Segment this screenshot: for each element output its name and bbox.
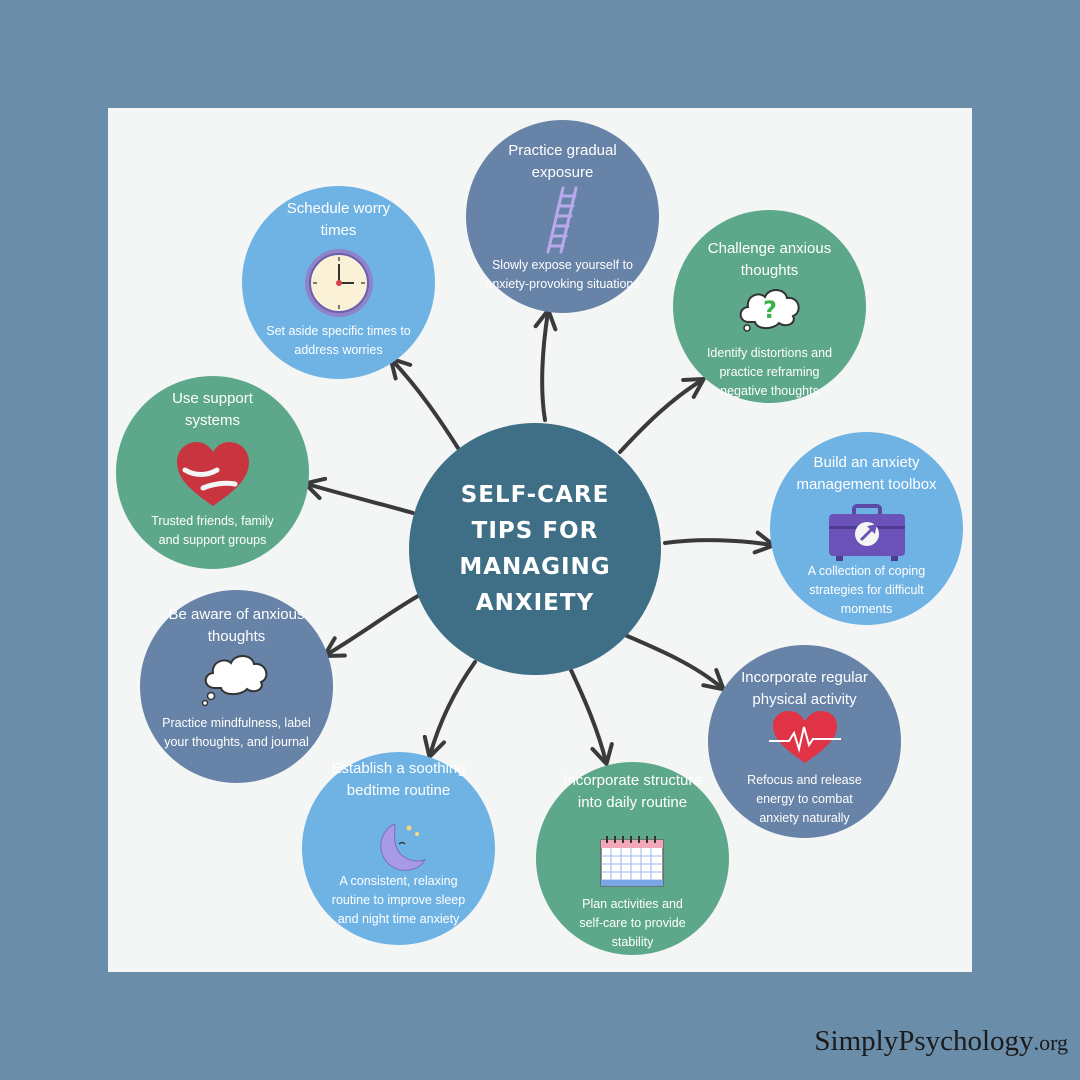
moon-icon bbox=[369, 820, 429, 879]
arrow-worry-times bbox=[388, 356, 460, 450]
heartbeat-icon bbox=[767, 709, 843, 772]
tip-challenge-thoughts: Challenge anxious thoughts ? Identify di… bbox=[673, 210, 866, 403]
tip-description: A consistent, relaxing routine to improv… bbox=[331, 874, 466, 926]
tip-worry-times: Schedule worry times Set aside specific … bbox=[242, 186, 435, 379]
tip-description: Identify distortions and practice refram… bbox=[706, 346, 833, 398]
tip-title: Incorporate regular physical activity bbox=[741, 669, 868, 708]
tip-title: Establish a soothing bedtime routine bbox=[331, 760, 466, 799]
center-title: SELF-CARE TIPS FOR MANAGING ANXIETY bbox=[459, 482, 611, 616]
tip-description: Practice mindfulness, label your thought… bbox=[162, 716, 311, 749]
tip-title: Challenge anxious thoughts bbox=[707, 240, 832, 279]
tip-description: A collection of coping strategies for di… bbox=[807, 564, 926, 616]
calendar-icon bbox=[597, 834, 669, 895]
arrow-gradual-exposure bbox=[533, 308, 558, 422]
brand-name: SimplyPsychology bbox=[814, 1025, 1034, 1057]
ladder-icon bbox=[543, 186, 583, 259]
svg-text:?: ? bbox=[763, 296, 777, 324]
arrow-support bbox=[303, 476, 415, 515]
thought-cloud-icon bbox=[197, 648, 277, 713]
arrow-aware-thoughts bbox=[322, 594, 420, 659]
center-topic: SELF-CARE TIPS FOR MANAGING ANXIETY bbox=[409, 423, 661, 675]
tip-description: Trusted friends, family and support grou… bbox=[151, 514, 274, 547]
arrow-challenge-thoughts bbox=[618, 376, 706, 454]
tip-daily-structure: Incorporate structure into daily routine… bbox=[536, 762, 729, 955]
tip-description: Refocus and release energy to combat anx… bbox=[747, 773, 862, 825]
toolbox-icon bbox=[826, 504, 908, 567]
question-cloud-icon: ? bbox=[735, 282, 805, 339]
tip-title: Incorporate structure into daily routine bbox=[563, 772, 702, 811]
arrow-bedtime bbox=[422, 660, 477, 759]
tip-title: Use support systems bbox=[172, 390, 253, 429]
tip-title: Schedule worry times bbox=[286, 200, 391, 239]
arrow-physical-activity bbox=[623, 633, 726, 692]
tip-title: Be aware of anxious thoughts bbox=[168, 606, 305, 645]
clock-icon bbox=[302, 246, 376, 325]
tip-toolbox: Build an anxiety management toolbox A co… bbox=[770, 432, 963, 625]
tip-title: Practice gradual exposure bbox=[508, 142, 617, 181]
tip-bedtime: Establish a soothing bedtime routine A c… bbox=[302, 752, 495, 945]
hug-heart-icon bbox=[173, 438, 253, 515]
tip-description: Set aside specific times to address worr… bbox=[266, 324, 411, 357]
arrow-daily-structure bbox=[568, 666, 614, 766]
tip-physical-activity: Incorporate regular physical activity Re… bbox=[708, 645, 901, 838]
tip-description: Slowly expose yourself to anxiety-provok… bbox=[485, 258, 640, 291]
arrow-toolbox bbox=[663, 530, 776, 555]
tip-description: Plan activities and self-care to provide… bbox=[579, 897, 686, 949]
tip-gradual-exposure: Practice gradual exposure Slowly expose … bbox=[466, 120, 659, 313]
tip-support-systems: Use support systems Trusted friends, fam… bbox=[116, 376, 309, 569]
tip-aware-thoughts: Be aware of anxious thoughts Practice mi… bbox=[140, 590, 333, 783]
brand-logo[interactable]: SimplyPsychology.org bbox=[814, 1025, 1068, 1058]
tip-title: Build an anxiety management toolbox bbox=[796, 454, 937, 493]
brand-suffix: .org bbox=[1033, 1030, 1068, 1055]
